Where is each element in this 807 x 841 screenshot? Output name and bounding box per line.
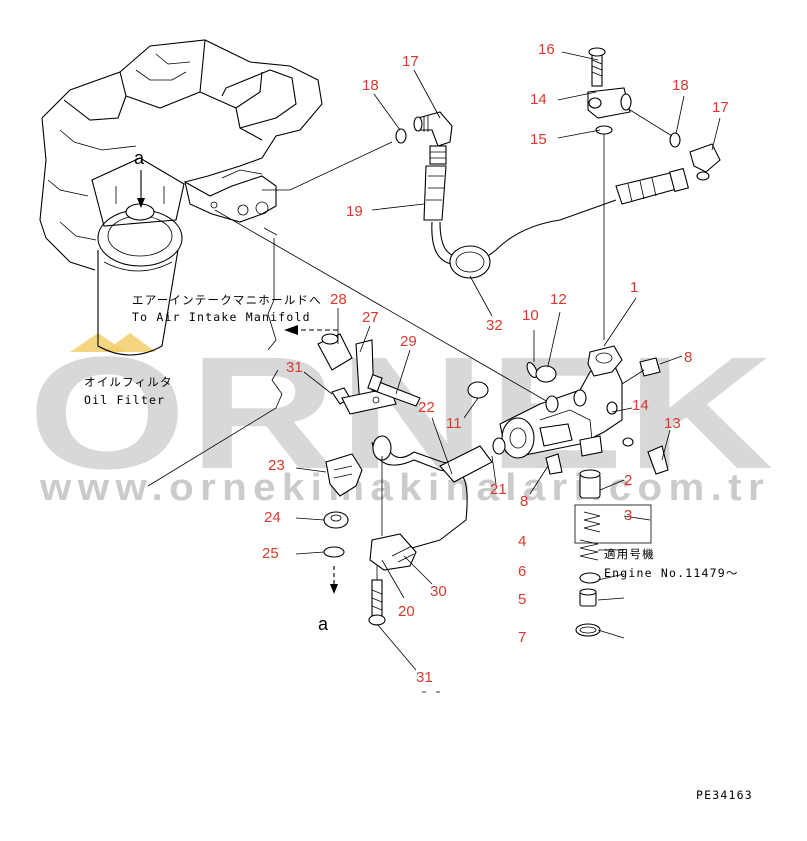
oil-filter [91, 157, 185, 356]
callout-10: 11 [446, 415, 462, 432]
leader-lines [295, 51, 721, 693]
callout-17-right: 17 [712, 99, 729, 116]
callout-7: 7 [518, 629, 526, 646]
engine-block [39, 39, 323, 271]
callout-27: 28 [330, 291, 347, 308]
callout-12: 13 [664, 415, 681, 432]
callout-14: 14 [530, 91, 547, 108]
callout-25: 25 [262, 545, 279, 562]
callout-2: 2 [624, 472, 632, 489]
callout-19: 19 [346, 203, 363, 220]
oil-filter-label-jp: オイルフィルタ [84, 375, 173, 389]
tee-fitting [395, 47, 681, 340]
callout-24: 24 [264, 509, 281, 526]
applicable-label-jp: 適用号機 [604, 547, 655, 561]
callouts: 16 17 18 14 15 18 17 19 32 1 10 12 8 14 … [262, 41, 729, 686]
watermark-url: www.ornekimakinalari.com.tr [39, 467, 770, 509]
watermark-brand: ORNEK [28, 323, 776, 502]
callout-11: 12 [550, 291, 567, 308]
watermark: ORNEK www.ornekimakinalari.com.tr [28, 323, 776, 509]
intake-label-jp: エアーインテークマニホールドへ [132, 293, 322, 307]
intake-label-en: To Air Intake Manifold [132, 310, 311, 324]
callout-16: 16 [538, 41, 555, 58]
engine-no-label: Engine No.11479～ [604, 566, 739, 580]
callout-18-right: 18 [672, 77, 689, 94]
callout-30: 31 [416, 669, 433, 686]
callout-5: 5 [518, 591, 526, 608]
callout-6: 6 [518, 563, 526, 580]
callout-31: 31 [286, 359, 303, 376]
callout-13: 14 [632, 397, 649, 414]
view-marker-bottom: a [318, 614, 329, 634]
callout-20: 20 [398, 603, 415, 620]
oil-filter-label-en: Oil Filter [84, 393, 165, 407]
callout-28: 29 [400, 333, 417, 350]
text-labels: エアーインテークマニホールドへ To Air Intake Manifold オ… [84, 293, 753, 802]
intake-arrow [284, 325, 338, 335]
hose-assembly [413, 111, 721, 279]
callout-15: 15 [530, 131, 547, 148]
callout-21: 21 [490, 481, 507, 498]
callout-29: 30 [430, 583, 447, 600]
callout-22: 22 [418, 399, 435, 416]
callout-23: 23 [268, 457, 285, 474]
callout-8-lower: 8 [520, 493, 528, 510]
view-marker-top: a [134, 148, 145, 168]
callout-32: 32 [486, 317, 503, 334]
valve-internal-parts [574, 469, 652, 637]
tube-lines [147, 141, 556, 487]
callout-17-left: 17 [402, 53, 419, 70]
o-rings [467, 362, 669, 475]
callout-3: 3 [624, 507, 632, 524]
callout-18-left: 18 [362, 77, 379, 94]
callout-8-right: 8 [684, 349, 692, 366]
callout-4: 4 [518, 533, 526, 550]
figure-code: PE34163 [696, 788, 753, 802]
valve-body [499, 345, 661, 475]
callout-9: 10 [522, 307, 539, 324]
callout-26: 27 [362, 309, 379, 326]
callout-1: 1 [630, 279, 638, 296]
